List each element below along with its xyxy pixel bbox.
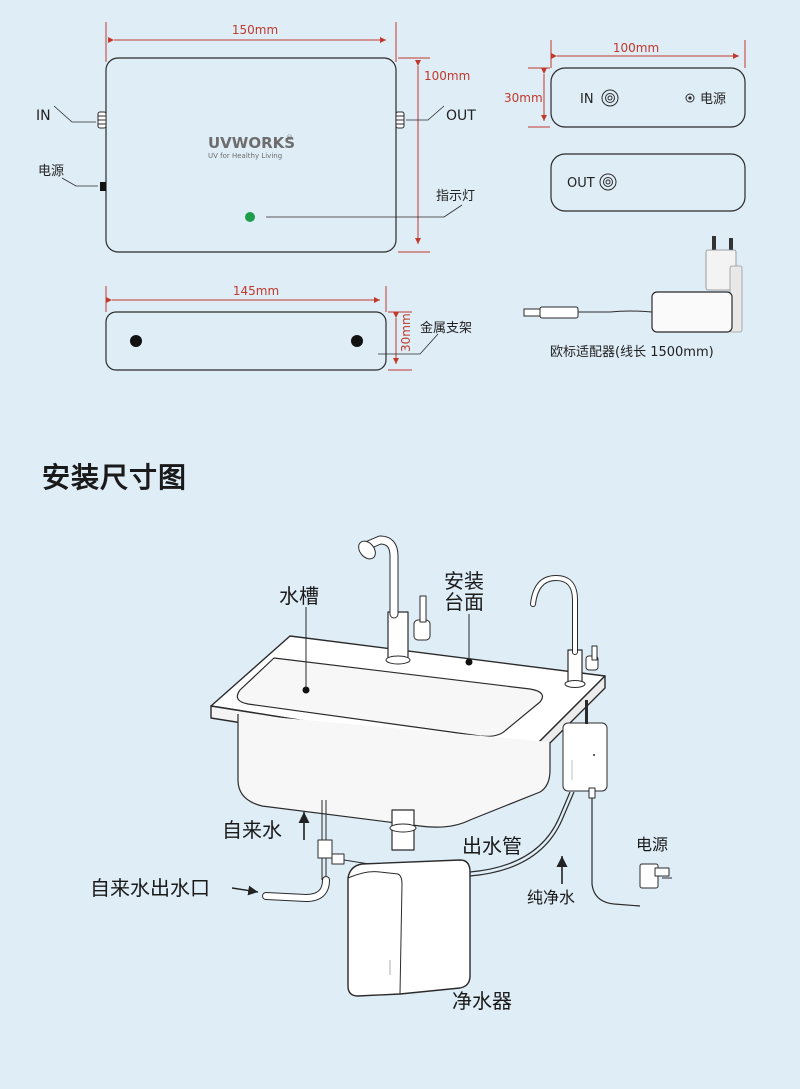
side-view-in	[550, 67, 746, 128]
pure-water-pipe	[469, 791, 575, 877]
side-in-port-icon	[601, 89, 619, 107]
out-label: OUT	[446, 108, 476, 124]
main-faucet	[387, 611, 409, 663]
eu-power-adapter: 欧标适配器(线长 1500mm)	[523, 236, 743, 360]
side-power-label: 电源	[700, 92, 726, 107]
brand-logo: UVWORKS	[208, 134, 295, 152]
side-view-out	[550, 153, 746, 212]
bracket-view: 145mm 30mm 金属支架	[105, 284, 472, 371]
faucet-handle	[419, 595, 427, 623]
bracket-label: 金属支架	[420, 320, 472, 336]
tap-water-label: 自来水	[222, 818, 282, 842]
tap-outlet-arrow	[231, 885, 259, 896]
indicator-label: 指示灯	[436, 189, 475, 204]
bracket-width-dimension: 145mm	[233, 284, 279, 298]
adapter-cable	[578, 310, 653, 313]
power-label: 电源	[38, 164, 64, 179]
install-section-title: 安装尺寸图	[42, 461, 188, 494]
water-purifier	[347, 859, 471, 997]
installation-illustration: 水槽 安装 台面 自来水 自来水出水口 出水管 纯净水 电源 净水器	[90, 535, 672, 1013]
power-leader	[61, 177, 98, 187]
power-label-install: 电源	[636, 835, 668, 854]
bracket-hole-left	[130, 335, 142, 347]
in-leader	[53, 105, 96, 123]
out-leader	[406, 105, 445, 121]
bracket-leader	[378, 333, 439, 355]
indicator-light	[245, 212, 255, 222]
adapter-label: 欧标适配器(线长 1500mm)	[550, 345, 714, 360]
bracket-height-dimension: 30mm	[399, 313, 413, 352]
countertop-label-line2: 台面	[444, 590, 484, 614]
adapter-pin-left	[712, 236, 716, 250]
power-socket	[100, 182, 106, 191]
side-views: 100mm 30mm IN 电源 OUT	[504, 40, 746, 212]
brand-tagline: UV for Healthy Living	[208, 152, 282, 160]
purifier-label: 净水器	[452, 989, 512, 1013]
adapter-body	[651, 291, 733, 333]
bracket-hole-right	[351, 335, 363, 347]
bracket-body	[105, 311, 387, 371]
countertop-label-line1: 安装	[444, 569, 484, 593]
side-height-dimension: 30mm	[504, 91, 543, 105]
tap-valve	[317, 839, 333, 859]
side-width-dimension: 100mm	[613, 41, 659, 55]
adapter-dc-plug	[539, 306, 579, 319]
main-unit-body	[105, 57, 397, 253]
side-out-port-icon	[599, 173, 617, 191]
sink-bowl	[237, 714, 551, 828]
main-width-dimension: 150mm	[232, 23, 278, 37]
adapter-pin-right	[729, 238, 733, 252]
main-height-dimension: 100mm	[424, 69, 470, 83]
pure-water-faucet	[567, 649, 583, 685]
sink-marker	[302, 686, 310, 694]
side-in-label: IN	[580, 92, 594, 107]
outlet-pipe-label: 出水管	[462, 834, 522, 858]
side-power-socket-icon	[685, 93, 695, 103]
main-unit-view: 150mm 100mm IN OUT 电源 UVWORKS ® UV for H…	[36, 22, 476, 253]
tap-outlet-label: 自来水出水口	[90, 876, 210, 900]
countertop-marker	[465, 658, 473, 666]
power-cable	[591, 792, 641, 907]
uv-sterilizer-unit	[562, 722, 608, 792]
sink-label: 水槽	[279, 584, 319, 608]
sink-basin	[236, 657, 543, 737]
pure-water-label: 纯净水	[527, 888, 575, 907]
brand-registered-mark: ®	[286, 134, 293, 142]
in-label: IN	[36, 108, 51, 124]
side-out-label: OUT	[567, 176, 595, 191]
